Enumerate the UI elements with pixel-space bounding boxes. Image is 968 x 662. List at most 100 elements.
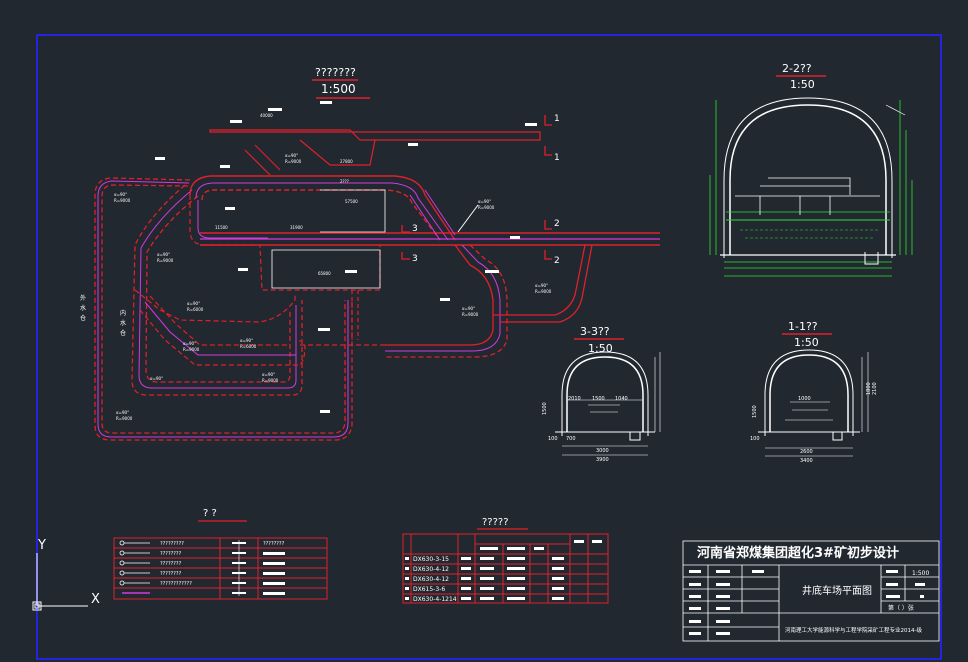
section-22-title: 2-2??: [782, 62, 812, 75]
svg-text:α=90°: α=90°: [285, 153, 298, 158]
pit-bottom-plan: [94, 129, 660, 441]
right-shaft: [409, 189, 456, 241]
section-11-dim-1500: 1500: [752, 405, 758, 418]
legend-row-3: ????????: [160, 561, 182, 567]
equipment-table: [402, 533, 609, 604]
svg-text:27800: 27800: [340, 159, 353, 164]
svg-text:α=90°: α=90°: [116, 410, 129, 415]
section-11-dim-3400: 3400: [800, 458, 813, 464]
section-mark-3b: 3: [412, 254, 418, 264]
title-block-drawing-name: 井底车场平面图: [802, 584, 872, 597]
ucs-x-label: X: [91, 592, 100, 607]
section-mark-3a: 3: [412, 224, 418, 234]
legend-row-4: ????????: [160, 571, 182, 577]
svg-text:α=90°: α=90°: [535, 283, 548, 288]
return-bottom: [299, 340, 385, 346]
svg-text:31900: 31900: [290, 225, 303, 230]
equipment-title: ?????: [482, 517, 509, 528]
section-11-dim-2600: 2600: [800, 449, 813, 455]
central-block-2: [320, 189, 386, 233]
outer-sump-outer: [94, 177, 353, 441]
title-block-scale: 1:500: [912, 570, 929, 577]
ne-branch: [457, 204, 479, 233]
section-33-dim-3900: 3900: [596, 457, 609, 463]
svg-text:40000: 40000: [260, 113, 273, 118]
mid-branch: [139, 309, 306, 366]
ucs-y-label: Y: [37, 538, 46, 553]
svg-text:α=90°: α=90°: [150, 376, 163, 381]
central-block: [271, 249, 381, 289]
equipment-row-4: DX615-3-6: [413, 586, 445, 593]
section-mark-2b: 2: [554, 256, 560, 266]
svg-text:65800: 65800: [318, 271, 331, 276]
section-22-drawing: [709, 97, 913, 277]
section-mark-2a: 2: [554, 219, 560, 229]
svg-text:R=9000: R=9000: [285, 159, 302, 164]
title-block-footer: 河南理工大学能源科学与工程学院采矿工程专业2014-级: [785, 626, 922, 634]
equipment-fill-text: [405, 540, 602, 600]
inner-sump-2: [138, 189, 297, 389]
legend-row-1: ?????????: [160, 541, 184, 547]
vertical-connector: [351, 290, 359, 340]
main-loop-top-2: [195, 182, 449, 241]
outer-sump-inner: [101, 184, 346, 434]
svg-text:α=90°: α=90°: [183, 341, 196, 346]
section-33-dim-100: 100: [548, 436, 558, 442]
upper-branch: [134, 289, 296, 323]
svg-text:α=90°: α=90°: [114, 192, 127, 197]
section-11-drawing: [758, 349, 869, 457]
svg-text:R=9000: R=9000: [462, 312, 479, 317]
legend-table: [113, 537, 328, 600]
plan-label-inner-2: 水: [120, 319, 126, 327]
inner-sump-3: [145, 195, 291, 383]
equipment-row-5: DX630-4-1214: [413, 596, 457, 603]
section-22-scale: 1:50: [790, 78, 815, 91]
section-mark-1a: 1: [554, 114, 560, 124]
svg-text:α=90°: α=90°: [187, 301, 200, 306]
section-11-dim-100: 100: [750, 436, 760, 442]
plan-label-outer-2: 水: [80, 304, 86, 312]
equipment-row-3: DX630-4-12: [413, 576, 449, 583]
plan-label-inner-1: 内: [120, 309, 126, 317]
title-block-project: 河南省郑煤集团超化3#矿初步设计: [697, 545, 899, 561]
plan-title: ???????: [315, 66, 356, 79]
main-loop-left-2: [197, 200, 268, 239]
svg-text:α=90°: α=90°: [262, 372, 275, 377]
section-33-dim-700: 700: [566, 436, 576, 442]
top-connection: [209, 129, 541, 141]
svg-text:R=9000: R=9000: [535, 289, 552, 294]
svg-text:2???: 2???: [340, 179, 349, 184]
svg-text:R=9000: R=9000: [114, 198, 131, 203]
svg-text:R=9000: R=9000: [157, 258, 174, 263]
main-loop-left: [189, 195, 381, 291]
legend-symbols: [119, 540, 246, 596]
legend-row-6: ????????: [263, 541, 285, 547]
legend-right-text: [263, 552, 285, 595]
section-11-title: 1-1??: [788, 320, 818, 333]
mid-branch-2: [144, 301, 296, 356]
svg-text:R=6000: R=6000: [187, 307, 204, 312]
section-11-dim-1800: 1800: [866, 382, 872, 395]
equipment-row-1: DX630-3-15: [413, 556, 449, 563]
top-diag: [244, 139, 376, 176]
svg-text:R=6000: R=6000: [240, 344, 257, 349]
plan-label-outer-1: 外: [80, 294, 86, 302]
section-11-dim-1000: 1000: [798, 396, 811, 402]
plan-label-inner-3: 仓: [120, 329, 126, 337]
section-33-dim-3000: 3000: [596, 448, 609, 454]
main-loop-top: [189, 175, 456, 241]
outer-sump-center: [97, 180, 349, 438]
inner-sump: [131, 184, 303, 396]
equipment-row-2: DX630-4-12: [413, 566, 449, 573]
ucs-icon: [32, 553, 88, 611]
section-11-dim-2100: 2100: [872, 382, 878, 395]
svg-text:R=9000: R=9000: [478, 205, 495, 210]
section-cut-marks: [401, 115, 552, 260]
section-33-title: 3-3??: [580, 325, 610, 338]
plan-label-outer-3: 仓: [80, 314, 86, 322]
svg-text:57500: 57500: [345, 199, 358, 204]
legend-title: ? ?: [203, 508, 217, 519]
plan-annotations: α=90° R=9000 α=90° R=9000 α=90° R=6000 α…: [114, 101, 552, 421]
svg-text:R=9000: R=9000: [262, 378, 279, 383]
